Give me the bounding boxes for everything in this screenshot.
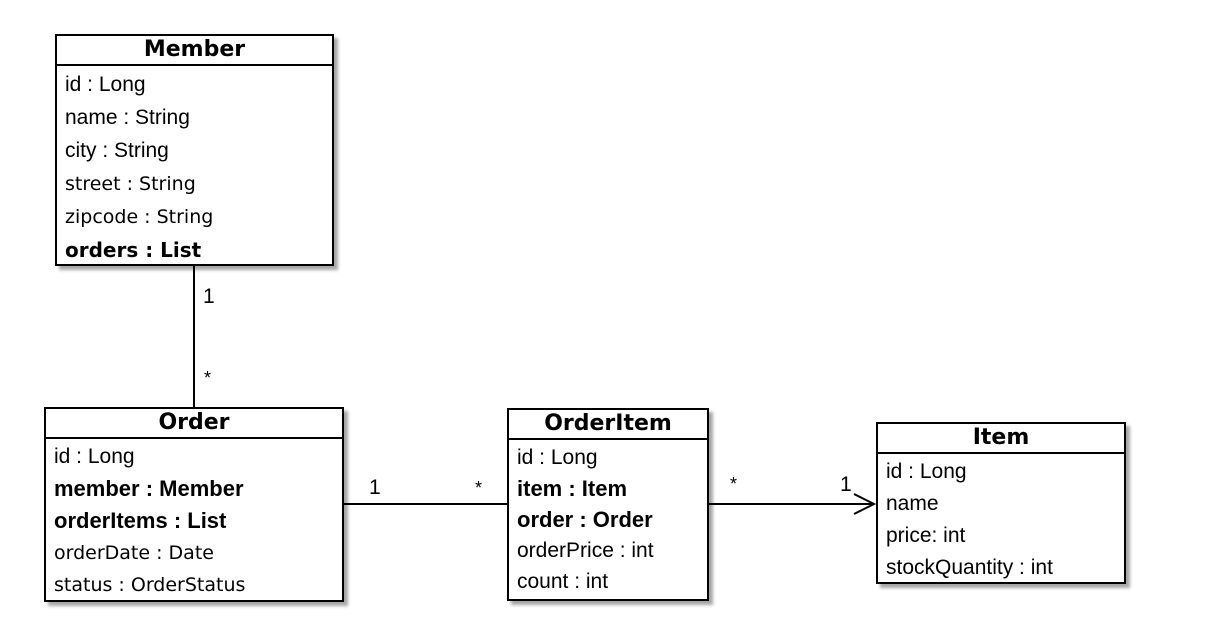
order-class[interactable]: Order id : Long member : Member orderIte… — [44, 407, 344, 602]
member-class-title: Member — [57, 36, 332, 66]
multiplicity-order-end-member: * — [204, 368, 212, 388]
multiplicity-order-end-orderitem: 1 — [369, 476, 381, 499]
item-attr-stockquantity: stockQuantity : int — [886, 556, 1053, 579]
member-attr-street: street : String — [65, 172, 196, 195]
order-attr-member: member : Member — [54, 476, 244, 501]
member-attr-name: name : String — [65, 105, 190, 129]
multiplicity-orderitem-end-order: * — [475, 478, 483, 498]
orderitem-attr-id: id : Long — [517, 445, 598, 469]
navigability-arrowhead — [853, 493, 877, 515]
orderitem-attr-count: count : int — [517, 569, 609, 593]
item-attr-id: id : Long — [886, 460, 967, 483]
member-attr-city: city : String — [65, 138, 169, 162]
orderitem-attr-orderprice: orderPrice : int — [517, 538, 654, 562]
multiplicity-orderitem-end-item: * — [730, 474, 738, 494]
item-attr-price: price: int — [886, 524, 966, 547]
orderitem-attr-item: item : Item — [517, 475, 628, 501]
item-attr-name: name — [886, 492, 939, 515]
order-attr-orderdate: orderDate : Date — [54, 542, 214, 564]
order-attr-id: id : Long — [54, 445, 135, 468]
member-attr-id: id : Long — [65, 72, 146, 96]
orderitem-class[interactable]: OrderItem id : Long item : Item order : … — [507, 408, 709, 601]
multiplicity-member-end: 1 — [203, 285, 215, 308]
orderitem-attr-order: order : Order — [517, 506, 653, 532]
multiplicity-item-end: 1 — [840, 473, 852, 496]
order-attr-status: status : OrderStatus — [54, 574, 246, 596]
member-attr-zipcode: zipcode : String — [65, 205, 214, 228]
order-attributes: id : Long member : Member orderItems : L… — [46, 439, 342, 601]
item-class-title: Item — [878, 424, 1124, 454]
orderitem-class-title: OrderItem — [509, 410, 707, 440]
member-attr-orders: orders : List — [65, 237, 202, 262]
order-class-title: Order — [46, 409, 342, 439]
orderitem-attributes: id : Long item : Item order : Order orde… — [509, 440, 707, 597]
member-class[interactable]: Member id : Long name : String city : St… — [55, 34, 334, 266]
member-attributes: id : Long name : String city : String st… — [57, 66, 332, 266]
item-class[interactable]: Item id : Long name price: int stockQuan… — [876, 422, 1126, 584]
order-attr-orderitems: orderItems : List — [54, 508, 227, 533]
item-attributes: id : Long name price: int stockQuantity … — [878, 454, 1124, 584]
